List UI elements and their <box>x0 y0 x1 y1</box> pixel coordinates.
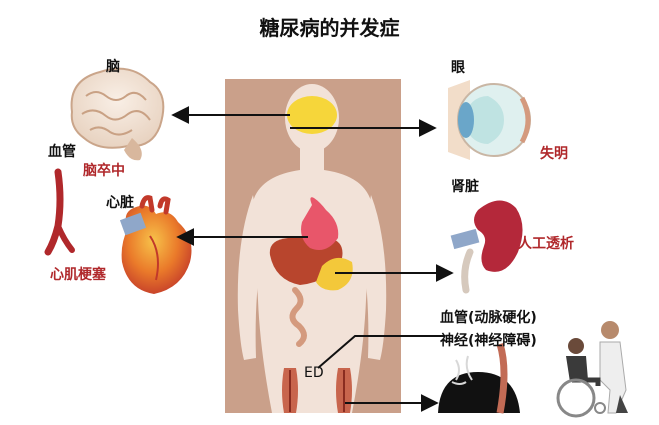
label-myocardial-infarction: 心肌梗塞 <box>50 264 106 284</box>
brain-illustration <box>72 69 164 161</box>
heart-illustration <box>120 198 192 294</box>
label-heart: 心脏 <box>106 192 134 212</box>
label-blindness: 失明 <box>540 143 568 163</box>
label-brain: 脑 <box>106 56 120 76</box>
label-ed: ED <box>304 365 324 381</box>
nerve-vessel-illustration <box>438 344 520 413</box>
label-eye: 眼 <box>451 57 465 77</box>
label-vessel-arteriosclerosis: 血管(动脉硬化) <box>440 307 537 327</box>
label-nerve-neuropathy: 神经(神经障碍) <box>440 330 537 350</box>
kidney-illustration <box>451 200 523 290</box>
label-vessel: 血管 <box>48 141 76 161</box>
label-stroke: 脑卒中 <box>83 160 125 180</box>
cerebral-vessel-illustration <box>48 172 72 252</box>
label-kidney: 肾脏 <box>451 176 479 196</box>
diagram-title: 糖尿病的并发症 <box>0 12 659 41</box>
eye-illustration <box>448 80 530 160</box>
wheelchair-illustration <box>558 321 628 416</box>
label-dialysis: 人工透析 <box>518 233 574 253</box>
